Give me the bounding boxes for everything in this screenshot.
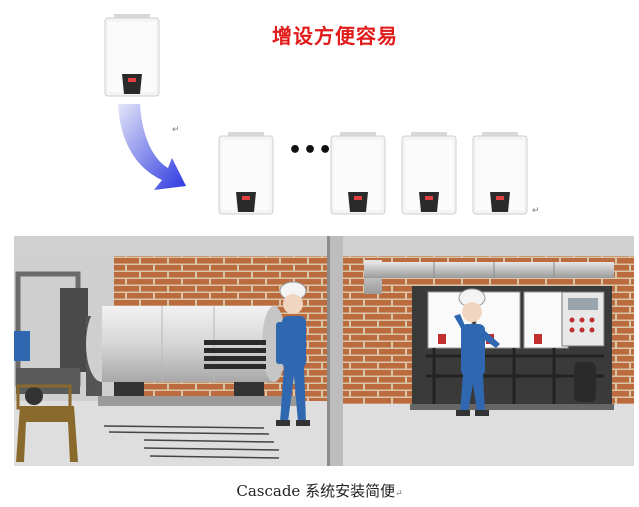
headline: 增设方便容易 — [272, 24, 398, 48]
worker-figure-right — [454, 288, 500, 416]
caption-text: Cascade 系统安装简便 — [236, 482, 396, 500]
cascade-rack — [410, 286, 614, 410]
water-heater-1 — [218, 132, 274, 215]
water-heater-4 — [472, 132, 528, 215]
caption: Cascade 系统安装简便↵ — [0, 480, 639, 501]
return-mark-2: ↵ — [532, 206, 540, 216]
water-heater-2 — [330, 132, 386, 215]
scene-before — [14, 236, 327, 466]
water-heater-single — [104, 14, 160, 97]
return-mark-3: ↵ — [395, 489, 403, 499]
return-mark: ↵ — [172, 125, 180, 135]
worker-figure-left — [276, 281, 310, 426]
water-heater-3 — [401, 132, 457, 215]
ellipsis: ••• — [288, 138, 334, 163]
curved-arrow-icon — [118, 104, 186, 190]
installation-illustration — [14, 236, 634, 466]
scene-after — [343, 236, 634, 466]
